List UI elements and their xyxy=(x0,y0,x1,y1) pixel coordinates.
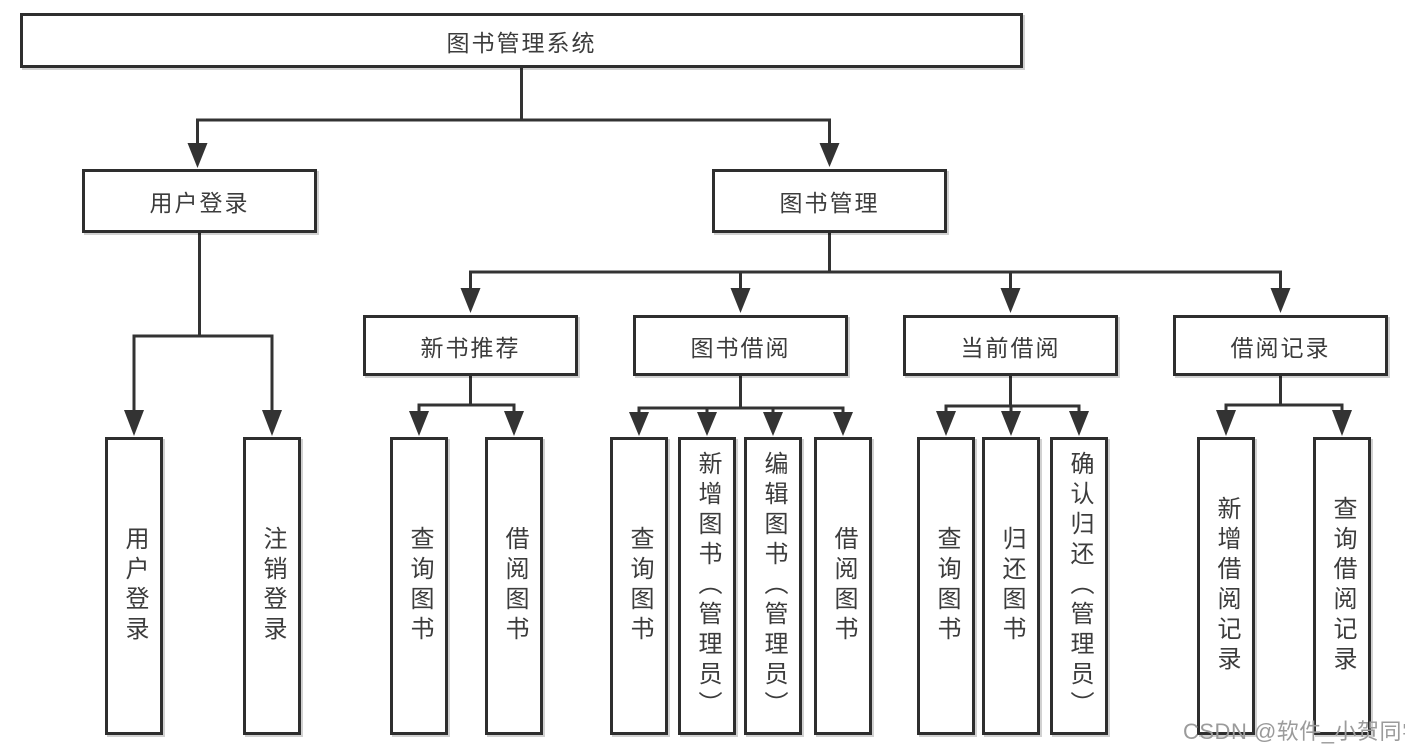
leaf-current-query-books: 查询图书 xyxy=(917,437,975,735)
arrowhead-book-management xyxy=(819,143,840,167)
arrowhead-borrow-records xyxy=(1270,288,1291,313)
arrowhead-leaf-current-confirm xyxy=(1069,411,1089,436)
leaf-borrow-borrow-books: 借阅图书 xyxy=(814,437,872,735)
leaf-newbooks-query-books: 查询图书 xyxy=(390,437,448,735)
node-borrow-records: 借阅记录 xyxy=(1173,315,1388,376)
arrowhead-leaf-newbooks-query xyxy=(409,411,429,436)
leaf-logout: 注销登录 xyxy=(243,437,301,735)
arrowhead-leaf-borrow-edit xyxy=(763,412,783,436)
arrowhead-leaf-borrow-borrow xyxy=(833,412,853,436)
connector-bookmgmt-to-level3 xyxy=(469,231,1282,294)
leaf-records-query-record: 查询借阅记录 xyxy=(1313,437,1371,735)
leaf-user-login: 用户登录 xyxy=(105,437,163,735)
arrowhead-leaf-current-query xyxy=(936,411,956,436)
leaf-records-add-record: 新增借阅记录 xyxy=(1197,437,1255,735)
arrowhead-leaf-records-add xyxy=(1216,410,1236,436)
arrowhead-current-borrow xyxy=(1000,288,1021,313)
node-book-borrow: 图书借阅 xyxy=(633,315,848,376)
node-current-borrow: 当前借阅 xyxy=(903,315,1118,376)
connector-root-to-level2 xyxy=(196,66,831,150)
connector-userlogin-children xyxy=(132,231,274,418)
leaf-newbooks-borrow-books: 借阅图书 xyxy=(485,437,543,735)
leaf-current-return-books: 归还图书 xyxy=(982,437,1040,735)
arrowhead-leaf-current-return xyxy=(1001,411,1021,436)
arrowhead-book-borrow xyxy=(730,288,751,313)
arrowhead-new-book-recommend xyxy=(460,288,481,313)
connector-borrow-children xyxy=(637,374,845,418)
node-book-management: 图书管理 xyxy=(712,169,947,233)
arrowhead-leaf-newbooks-borrow xyxy=(504,411,524,436)
node-user-login: 用户登录 xyxy=(82,169,317,233)
arrowhead-leaf-user-login xyxy=(124,410,144,436)
arrowhead-leaf-records-query xyxy=(1332,410,1352,436)
connector-records-children xyxy=(1224,374,1344,416)
leaf-borrow-edit-books-admin: 编辑图书（管理员） xyxy=(744,437,802,735)
connector-newbooks-children xyxy=(417,374,516,417)
node-new-book-recommend: 新书推荐 xyxy=(363,315,578,376)
arrowhead-leaf-borrow-add xyxy=(697,412,717,436)
connector-current-children xyxy=(944,374,1081,417)
arrowhead-leaf-logout xyxy=(262,410,282,436)
node-library-system: 图书管理系统 xyxy=(20,13,1023,68)
arrowhead-user-login xyxy=(187,143,208,168)
arrowhead-leaf-borrow-query xyxy=(629,412,649,436)
leaf-borrow-add-books-admin: 新增图书（管理员） xyxy=(678,437,736,735)
watermark: CSDN @软件_小贺同学 xyxy=(1183,719,1405,744)
leaf-borrow-query-books: 查询图书 xyxy=(610,437,668,735)
leaf-current-confirm-return-admin: 确认归还（管理员） xyxy=(1050,437,1108,735)
